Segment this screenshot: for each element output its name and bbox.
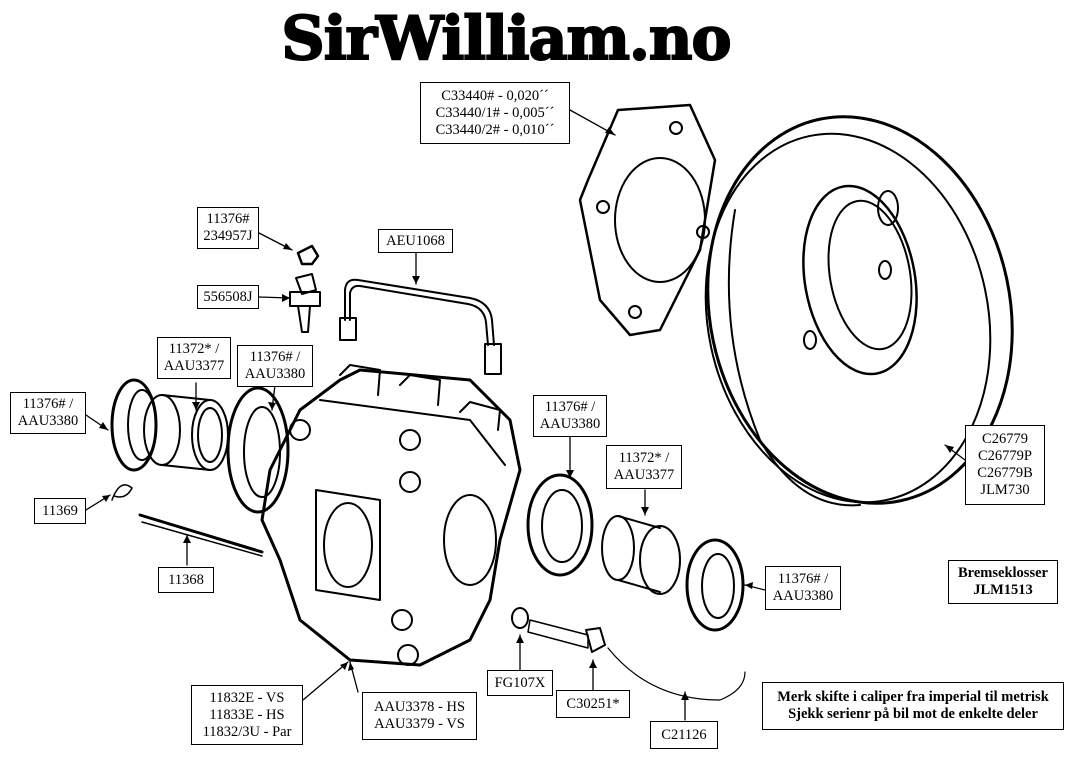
arrowheads: [99, 127, 954, 700]
label-shim: C33440# - 0,020´´C33440/1# - 0,005´´C334…: [420, 82, 570, 144]
label-clip: 11369: [34, 498, 86, 524]
site-title: SirWilliam.no: [280, 3, 732, 75]
label-bolt: C30251*: [556, 690, 630, 718]
bolt-parts: [511, 607, 746, 701]
label-seal-left-outer: 11376# /AAU3380: [10, 392, 86, 434]
label-piston-right: 11372* /AAU3377: [606, 445, 682, 489]
label-bleed-cap: 11376#234957J: [197, 207, 259, 249]
brake-disc: [704, 115, 1014, 507]
label-pipe: AEU1068: [378, 229, 453, 253]
label-washer: FG107X: [487, 670, 553, 696]
label-seal-left-inner: 11376# /AAU3380: [237, 345, 313, 387]
left-assembly: [110, 378, 290, 557]
right-assembly: [526, 473, 745, 632]
label-bleed-screw: 556508J: [197, 285, 259, 309]
label-wire: C21126: [650, 721, 718, 749]
caliper-body: [260, 364, 522, 667]
label-seal-right-inner: 11376# /AAU3380: [533, 395, 607, 437]
bleed-parts: [289, 244, 321, 333]
label-piston-left: 11372* /AAU3377: [157, 337, 231, 379]
metric-change-note: Merk skifte i caliper fra imperial til m…: [762, 682, 1064, 730]
label-pin: 11368: [158, 567, 214, 593]
shim-plate: [578, 103, 717, 337]
brake-pipe: [339, 278, 502, 375]
label-seal-right-outer: 11376# /AAU3380: [765, 566, 841, 610]
